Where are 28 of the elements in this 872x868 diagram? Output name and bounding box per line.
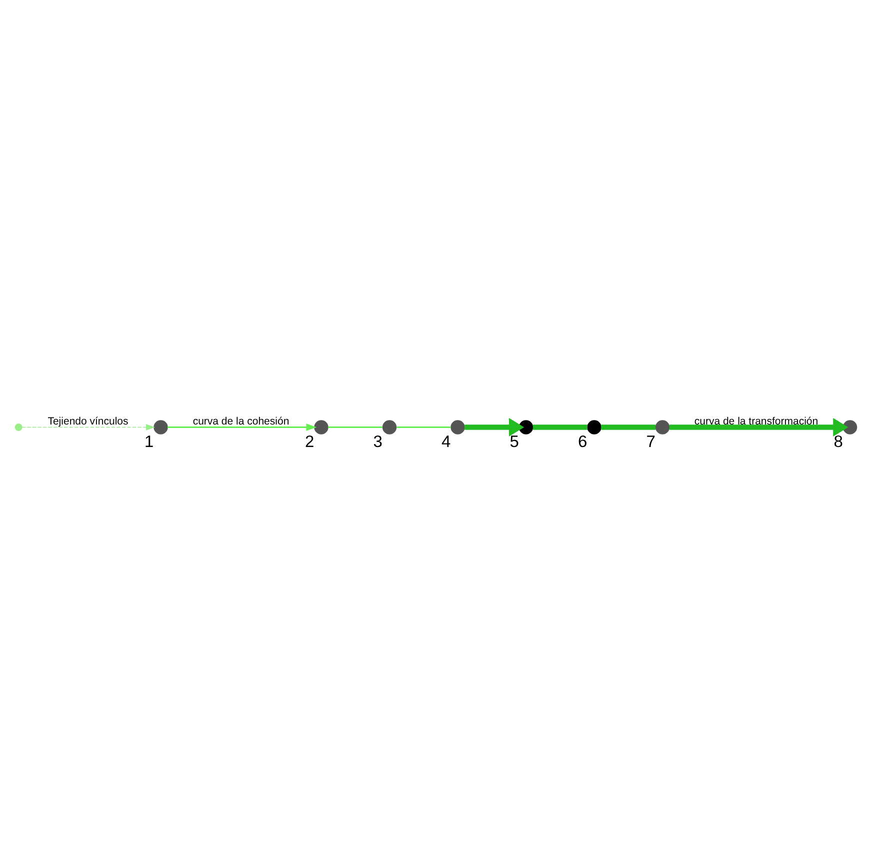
connector — [532, 424, 588, 430]
arrow — [464, 418, 524, 437]
node-circle — [154, 420, 168, 434]
node-circle — [587, 420, 602, 434]
node-circle — [842, 420, 858, 434]
arrow — [168, 424, 317, 431]
edge-label: Tejiendo vínculos — [48, 415, 128, 428]
node-label: 4 — [442, 433, 451, 452]
edge-label: curva de la transformación — [694, 415, 818, 428]
arrow — [669, 418, 848, 437]
connector — [601, 424, 656, 430]
edge-label: curva de la cohesión — [192, 415, 290, 428]
node-circle — [382, 420, 397, 434]
node-circle — [450, 420, 465, 434]
node-circle — [14, 424, 22, 431]
node-label: 8 — [834, 433, 843, 452]
node-label: 3 — [373, 433, 382, 452]
node-label: 6 — [578, 433, 588, 452]
node-circle — [314, 420, 328, 434]
node-circle — [518, 420, 534, 434]
node-label: 1 — [144, 433, 154, 452]
node-circle — [655, 420, 670, 434]
node-label: 5 — [510, 433, 519, 452]
connector — [396, 426, 451, 428]
arrow — [22, 424, 156, 430]
node-label: 7 — [646, 433, 656, 452]
node-label: 2 — [305, 433, 314, 452]
connector — [328, 426, 383, 428]
